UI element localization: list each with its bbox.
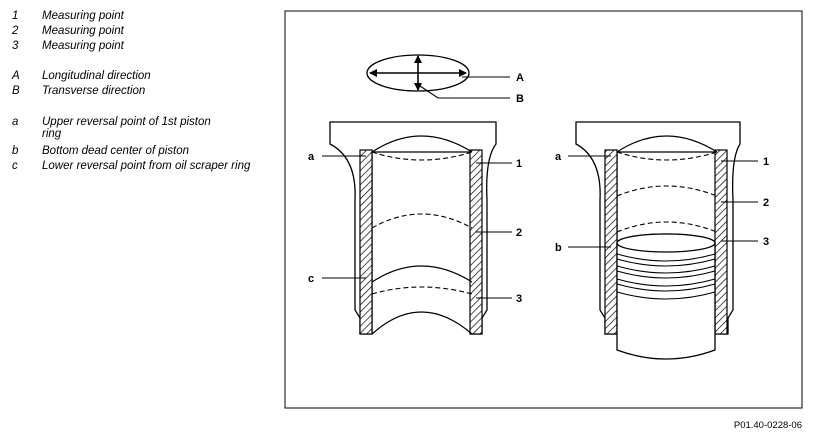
legend-text: Longitudinal direction bbox=[42, 70, 151, 82]
callout-right-2: 2 bbox=[763, 197, 769, 209]
cylinder-right: a b 1 2 3 bbox=[555, 121, 769, 360]
cylinder-liner-wall-right bbox=[714, 149, 728, 335]
cylinder-left: a c 1 2 3 bbox=[308, 121, 522, 335]
callout-A: A bbox=[516, 72, 524, 84]
legend-key: 1 bbox=[12, 10, 19, 22]
callout-right-b: b bbox=[555, 242, 562, 254]
cylinder-liner-wall-right bbox=[469, 149, 483, 335]
callout-left-a: a bbox=[308, 151, 315, 163]
direction-ellipse: A B bbox=[366, 54, 524, 105]
legend-key: 2 bbox=[12, 25, 19, 37]
legend-text: Measuring point bbox=[42, 10, 124, 22]
figure-code: P01.40-0228-06 bbox=[733, 420, 802, 431]
callout-left-3: 3 bbox=[516, 293, 522, 305]
callout-left-2: 2 bbox=[516, 227, 522, 239]
callout-left-c: c bbox=[308, 273, 314, 285]
cylinder-liner-wall-left bbox=[604, 149, 618, 335]
piston bbox=[616, 233, 716, 360]
legend-text: Measuring point bbox=[42, 40, 124, 52]
legend-key: B bbox=[12, 85, 20, 97]
callout-B: B bbox=[516, 93, 524, 105]
legend-key: 3 bbox=[12, 40, 19, 52]
cylinder-liner-wall-left bbox=[359, 149, 373, 335]
legend-text: Bottom dead center of piston bbox=[42, 145, 190, 157]
callout-right-1: 1 bbox=[763, 156, 769, 168]
legend-key: c bbox=[12, 160, 18, 172]
callout-right-a: a bbox=[555, 151, 562, 163]
legend-text: Upper reversal point of 1st piston ring bbox=[42, 116, 211, 140]
legend-text: Lower reversal point from oil scraper ri… bbox=[42, 160, 251, 172]
legend-text: Transverse direction bbox=[42, 85, 146, 97]
callout-right-3: 3 bbox=[763, 236, 769, 248]
legend-key: b bbox=[12, 145, 19, 157]
callout-left-1: 1 bbox=[516, 158, 522, 170]
legend-key: a bbox=[12, 116, 19, 128]
legend-text: Measuring point bbox=[42, 25, 124, 37]
figure-frame bbox=[284, 10, 803, 409]
legend-key: A bbox=[12, 70, 20, 82]
